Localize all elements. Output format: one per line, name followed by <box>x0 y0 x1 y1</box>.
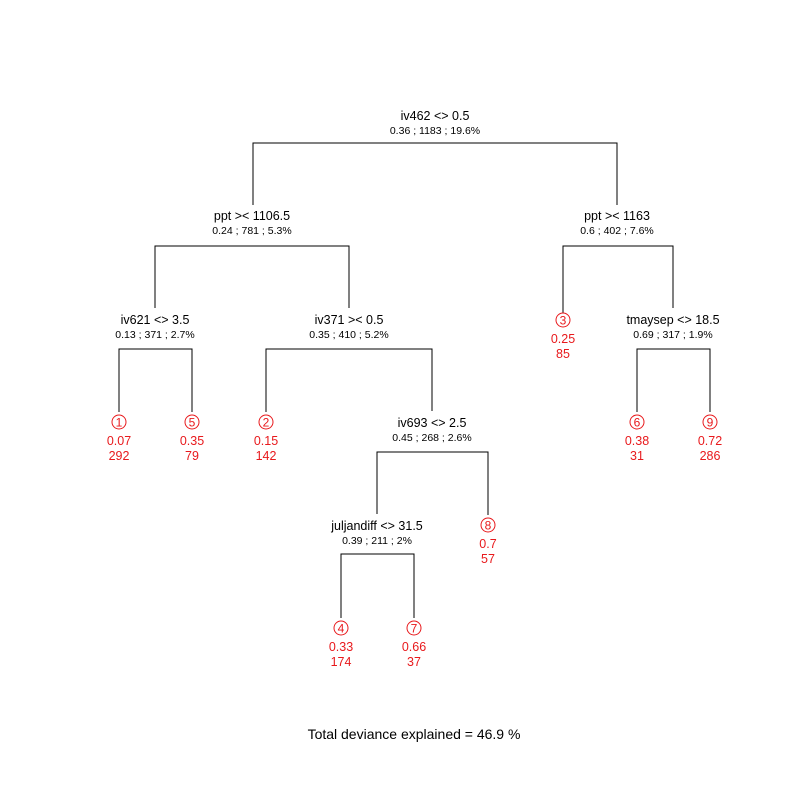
split-stats: 0.69 ; 317 ; 1.9% <box>633 329 712 341</box>
split-node-root: iv462 <> 0.5 0.36 ; 1183 ; 19.6% <box>390 109 480 137</box>
tree-edge-lr <box>265 348 433 412</box>
leaf-id: 1 <box>116 416 123 430</box>
leaf-count: 79 <box>185 449 199 463</box>
split-label: tmaysep <> 18.5 <box>626 313 719 327</box>
split-label: iv693 <> 2.5 <box>398 416 467 430</box>
leaf-node-8: 8 0.757 <box>479 517 497 566</box>
split-stats: 0.36 ; 1183 ; 19.6% <box>390 125 480 137</box>
leaf-circle-marker <box>111 414 127 430</box>
leaf-id: 2 <box>263 416 270 430</box>
tree-edge-l <box>154 245 350 308</box>
split-label: ppt >< 1106.5 <box>214 209 290 223</box>
leaf-value: 0.66 <box>402 640 426 654</box>
split-node-l: ppt >< 1106.5 0.24 ; 781 ; 5.3% <box>212 209 291 237</box>
leaf-count: 31 <box>630 449 644 463</box>
leaf-value: 0.33 <box>329 640 353 654</box>
split-stats: 0.45 ; 268 ; 2.6% <box>392 432 471 444</box>
tree-edge-root <box>252 142 618 205</box>
leaf-count: 286 <box>700 449 721 463</box>
split-label: iv462 <> 0.5 <box>401 109 470 123</box>
split-label: iv621 <> 3.5 <box>121 313 190 327</box>
tree-nodes: iv462 <> 0.5 0.36 ; 1183 ; 19.6% ppt >< 11… <box>107 109 722 669</box>
split-stats: 0.13 ; 371 ; 2.7% <box>115 329 194 341</box>
tree-edge-r <box>562 245 674 313</box>
split-stats: 0.6 ; 402 ; 7.6% <box>580 225 654 237</box>
leaf-id: 7 <box>411 622 418 636</box>
leaf-circle-marker <box>480 517 496 533</box>
leaf-id: 3 <box>560 314 567 328</box>
split-label: ppt >< 1163 <box>584 209 650 223</box>
leaf-count: 174 <box>331 655 352 669</box>
leaf-count: 57 <box>481 552 495 566</box>
leaf-count: 85 <box>556 347 570 361</box>
leaf-value: 0.35 <box>180 434 204 448</box>
split-node-lrrl: juljandiff <> 31.5 0.39 ; 211 ; 2% <box>330 519 423 547</box>
leaf-value: 0.07 <box>107 434 131 448</box>
split-stats: 0.35 ; 410 ; 5.2% <box>309 329 388 341</box>
split-node-lrr: iv693 <> 2.5 0.45 ; 268 ; 2.6% <box>392 416 471 444</box>
tree-edge-ll <box>118 348 193 412</box>
total-deviance-footer: Total deviance explained = 46.9 % <box>308 726 521 742</box>
leaf-circle-marker <box>629 414 645 430</box>
leaf-value: 0.25 <box>551 332 575 346</box>
tree-edges <box>118 142 711 618</box>
leaf-id: 5 <box>189 416 196 430</box>
split-node-ll: iv621 <> 3.5 0.13 ; 371 ; 2.7% <box>115 313 194 341</box>
split-node-lr: iv371 >< 0.5 0.35 ; 410 ; 5.2% <box>309 313 388 341</box>
split-stats: 0.39 ; 211 ; 2% <box>342 535 412 547</box>
leaf-count: 142 <box>256 449 277 463</box>
leaf-circle-marker <box>184 414 200 430</box>
leaf-circle-marker <box>702 414 718 430</box>
leaf-id: 4 <box>338 622 345 636</box>
leaf-circle-marker <box>258 414 274 430</box>
tree-edge-lrr <box>376 451 489 515</box>
split-stats: 0.24 ; 781 ; 5.3% <box>212 225 291 237</box>
leaf-circle-marker <box>333 620 349 636</box>
leaf-count: 292 <box>109 449 130 463</box>
split-label: iv371 >< 0.5 <box>315 313 384 327</box>
split-node-r: ppt >< 1163 0.6 ; 402 ; 7.6% <box>580 209 654 237</box>
leaf-value: 0.38 <box>625 434 649 448</box>
tree-edge-lrrl <box>340 553 415 618</box>
split-label: juljandiff <> 31.5 <box>330 519 423 533</box>
tree-edge-rr <box>636 348 711 412</box>
split-node-rr: tmaysep <> 18.5 0.69 ; 317 ; 1.9% <box>626 313 719 341</box>
leaf-id: 9 <box>707 416 714 430</box>
leaf-value: 0.72 <box>698 434 722 448</box>
leaf-count: 37 <box>407 655 421 669</box>
leaf-value: 0.7 <box>479 537 496 551</box>
leaf-circle-marker <box>406 620 422 636</box>
leaf-id: 6 <box>634 416 641 430</box>
leaf-circle-marker <box>555 312 571 328</box>
leaf-id: 8 <box>485 519 492 533</box>
leaf-value: 0.15 <box>254 434 278 448</box>
